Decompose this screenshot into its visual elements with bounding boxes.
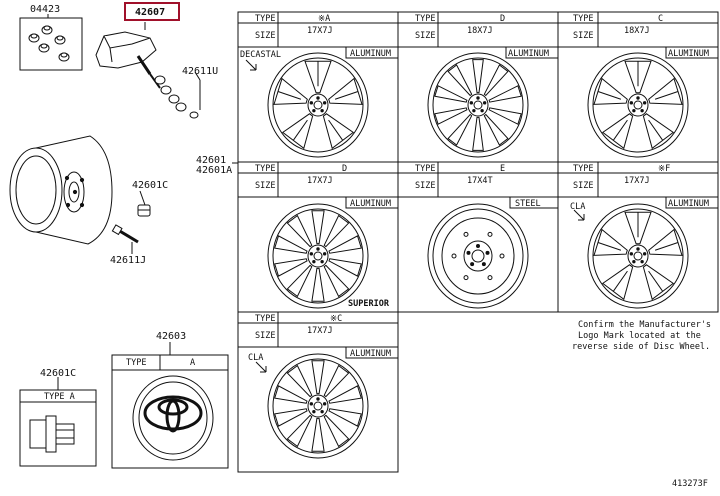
wheel-material: ALUMINUM [668, 199, 709, 209]
wheel-material: ALUMINUM [508, 49, 549, 59]
tire-pressure-sensor-icon [95, 31, 161, 89]
wheel-size-label: SIZE [255, 181, 276, 191]
wheel-size-value: 18X7J [467, 26, 493, 36]
wheel-illustration-icon [267, 52, 369, 158]
lug-nut-icon [137, 204, 151, 217]
wheel-size-value: 18X7J [624, 26, 650, 36]
wheel-size-label: SIZE [573, 31, 594, 41]
wheel-material: ALUMINUM [350, 199, 391, 209]
wheel-type-value: ※C [330, 314, 343, 324]
wheel-illustration-icon [427, 203, 529, 309]
cap-type-value: A [190, 358, 196, 368]
wheel-size-value: 17X7J [307, 326, 333, 336]
wheel-table-grid [237, 11, 719, 473]
wheel-material: STEEL [515, 199, 541, 209]
valve-icon [111, 224, 139, 244]
tire-icon [9, 135, 113, 245]
wheel-type-value: D [500, 14, 506, 24]
wheel-size-value: 17X7J [624, 176, 650, 186]
wheel-type-value: ※A [318, 14, 331, 24]
cap-type-label: TYPE [126, 358, 147, 368]
wheel-size-label: SIZE [255, 31, 276, 41]
wheel-type-label: TYPE [255, 14, 276, 24]
figure-number: 413273F [672, 479, 708, 489]
note-line-2: Logo Mark located at the [578, 331, 701, 341]
wheel-size-label: SIZE [255, 331, 276, 341]
wheel-type-value: D [342, 164, 348, 174]
wheel-type-label: TYPE [573, 14, 594, 24]
part-label-42601c-top: 42601C [132, 180, 169, 191]
part-label-42601c-bottom: 42601C [40, 368, 77, 379]
wheel-material: ALUMINUM [350, 49, 391, 59]
note-line-1: Confirm the Manufacturer's [578, 320, 712, 330]
wheel-size-label: SIZE [415, 31, 436, 41]
callout-arrows [245, 59, 585, 373]
part-label-42611u: 42611U [182, 66, 219, 77]
toyota-logo-cap-icon [132, 375, 214, 461]
wheel-maker-tag: CLA [248, 353, 264, 363]
note-line-3: reverse side of Disc Wheel. [572, 342, 711, 352]
wheel-size-label: SIZE [573, 181, 594, 191]
part-label-42601a: 42601A [196, 165, 233, 176]
wheel-size-value: 17X4T [467, 176, 493, 186]
wheel-maker-tag: DECASTAL [240, 50, 281, 60]
wheel-type-label: TYPE [573, 164, 594, 174]
wheel-illustration-icon [587, 203, 689, 309]
valve-cap-set-icon [28, 25, 70, 62]
wheel-material: ALUMINUM [350, 349, 391, 359]
wheel-size-value: 17X7J [307, 26, 333, 36]
wheel-illustration-icon [587, 52, 689, 158]
wheel-type-value: ※F [658, 164, 671, 174]
wheel-illustration-icon [267, 203, 369, 309]
wheel-maker-tag: SUPERIOR [348, 299, 389, 309]
wheel-material: ALUMINUM [668, 49, 709, 59]
part-label-42601: 42601 [196, 155, 227, 166]
part-label-04423: 04423 [30, 4, 61, 15]
nut-type-label: TYPE A [44, 392, 75, 402]
wheel-type-label: TYPE [255, 314, 276, 324]
highlighted-part-box[interactable]: 42607 [124, 2, 180, 21]
wheel-size-value: 17X7J [307, 176, 333, 186]
part-label-42611j: 42611J [110, 255, 147, 266]
part-label-42603: 42603 [156, 331, 187, 342]
wheel-type-label: TYPE [415, 164, 436, 174]
part-label-42607: 42607 [135, 7, 166, 18]
wheel-maker-tag: CLA [570, 202, 586, 212]
wheel-nut-icon [29, 415, 75, 453]
wheel-type-value: E [500, 164, 506, 174]
wheel-type-value: C [658, 14, 664, 24]
wheel-illustration-icon [427, 52, 529, 158]
wheel-size-label: SIZE [415, 181, 436, 191]
wheel-illustration-icon [267, 353, 369, 459]
wheel-type-label: TYPE [255, 164, 276, 174]
valve-stem-parts-icon [154, 75, 199, 119]
wheel-type-label: TYPE [415, 14, 436, 24]
